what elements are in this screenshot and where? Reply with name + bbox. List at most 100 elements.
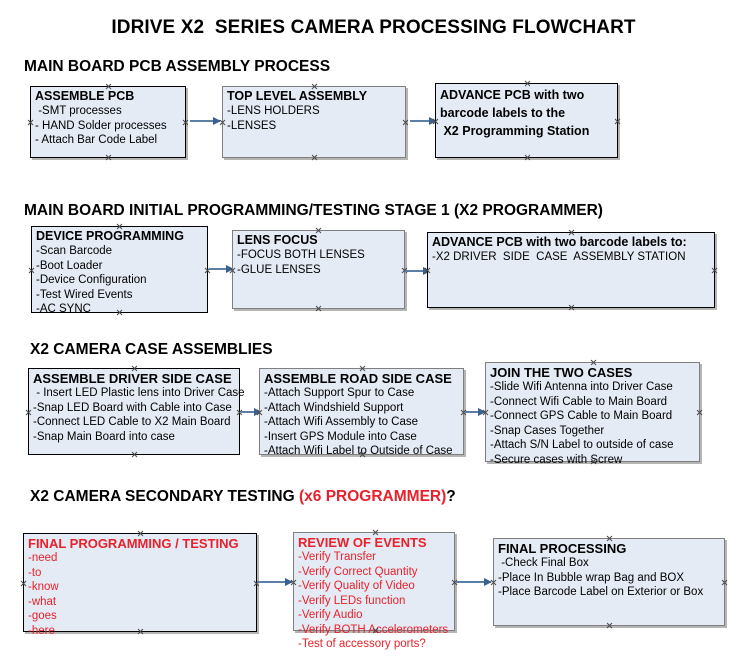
box-title: DEVICE PROGRAMMING (36, 229, 184, 243)
box-lens-focus[interactable]: LENS FOCUS -FOCUS BOTH LENSES -GLUE LENS… (232, 230, 405, 309)
list-item: -Verify BOTH Accelerometers (298, 623, 449, 636)
list-item: -Attach Wifi Assembly to Case (264, 416, 419, 428)
section-heading-2: MAIN BOARD INITIAL PROGRAMMING/TESTING S… (24, 202, 603, 219)
box-items: -Slide Wifi Antenna into Driver Case -Co… (490, 380, 697, 467)
list-item: -LENSES (227, 119, 277, 132)
list-item: -Insert GPS Module into Case (264, 430, 417, 443)
section-heading-4-main: X2 CAMERA SECONDARY TESTING (30, 488, 299, 505)
list-item: -need (28, 552, 58, 564)
list-item: -Attach S/N Label to outside of case (490, 439, 674, 451)
connector-handle-right[interactable] (711, 267, 718, 274)
list-item: -Verify Transfer (298, 551, 376, 563)
arrow-road-case-to-join-cases (465, 408, 486, 416)
list-item: -FOCUS BOTH LENSES (237, 249, 365, 261)
box-items: -X2 DRIVER SIDE CASE ASSEMBLY STATION (432, 250, 712, 265)
page-title: IDRIVE X2 SERIES CAMERA PROCESSING FLOWC… (111, 17, 636, 38)
box-title: ASSEMBLE PCB (35, 89, 135, 103)
list-item: -Slide Wifi Antenna into Driver Case (490, 381, 673, 393)
connector-handle-bottom[interactable] (311, 154, 318, 161)
box-title: FINAL PROGRAMMING / TESTING (28, 536, 239, 551)
list-item: -Test of accessory ports? (298, 638, 426, 650)
box-title: ASSEMBLE DRIVER SIDE CASE (33, 371, 232, 386)
list-item: -Test Wired Events (36, 288, 133, 301)
list-item: -to (28, 566, 42, 579)
box-items: -FOCUS BOTH LENSES -GLUE LENSES (237, 248, 402, 277)
connector-handle-bottom[interactable] (524, 154, 531, 161)
arrow-final-programming-to-review-of-events (258, 578, 293, 586)
list-item: -Snap LED Board with Cable into Case (33, 401, 232, 414)
list-item: -Attach Wifi Label to Outside of Case (264, 445, 453, 457)
list-item: -Scan Barcode (36, 245, 113, 257)
box-assemble-driver-side-case[interactable]: ASSEMBLE DRIVER SIDE CASE - Insert LED P… (25, 368, 245, 458)
box-items: -Scan Barcode -Boot Loader -Device Confi… (36, 244, 205, 317)
list-item: -LENS HOLDERS (227, 105, 320, 117)
arrow-driver-case-to-road-case (241, 408, 262, 416)
list-item: -Connect Wifi Cable to Main Board (490, 395, 668, 408)
connector-handle-right[interactable] (614, 118, 621, 125)
box-device-programming[interactable]: DEVICE PROGRAMMING -Scan Barcode -Boot L… (28, 226, 208, 315)
section-heading-4: X2 CAMERA SECONDARY TESTING (x6 PROGRAMM… (30, 488, 456, 506)
box-items: -need -to -know -what -goes -here (28, 551, 254, 638)
connector-handle-right[interactable] (696, 409, 703, 416)
box-items: - Insert LED Plastic lens into Driver Ca… (33, 386, 245, 444)
box-items: -SMT processes - HAND Solder processes -… (35, 104, 183, 148)
list-item: -goes (28, 610, 57, 622)
list-item: -Secure cases with Screw (490, 453, 623, 466)
box-assemble-pcb[interactable]: ASSEMBLE PCB -SMT processes - HAND Solde… (30, 86, 186, 158)
list-item: -Snap Cases Together (490, 424, 605, 437)
arrow-assemble-pcb-to-top-level (190, 117, 221, 125)
list-item: - Attach Bar Code Label (35, 134, 158, 146)
box-title: LENS FOCUS (237, 233, 318, 247)
list-item: -Verify LEDs function (298, 594, 406, 607)
list-item: -Place In Bubble wrap Bag and BOX (498, 571, 685, 584)
box-advance-pcb-programming-station[interactable]: ADVANCE PCB with two barcode labels to t… (435, 83, 618, 158)
list-item: -Connect GPS Cable to Main Board (490, 410, 673, 422)
list-item: -AC SYNC (36, 303, 91, 315)
box-items: -LENS HOLDERS -LENSES (227, 104, 403, 133)
list-item: -Verify Quality of Video (298, 580, 415, 592)
box-title: JOIN THE TWO CASES (490, 365, 633, 380)
connector-handle-right[interactable] (721, 579, 728, 586)
connector-handle-bottom[interactable] (131, 451, 138, 458)
box-join-the-two-cases[interactable]: JOIN THE TWO CASES -Slide Wifi Antenna i… (485, 362, 703, 466)
list-item: - HAND Solder processes (35, 119, 167, 132)
list-item: -what (28, 595, 57, 608)
arrow-review-of-events-to-final-processing (456, 578, 492, 586)
box-title: TOP LEVEL ASSEMBLY (227, 89, 368, 103)
list-item: -know (28, 581, 59, 593)
connector-handle-bottom[interactable] (568, 304, 575, 311)
box-title: FINAL PROCESSING (498, 541, 627, 556)
list-item: -SMT processes (35, 105, 122, 117)
box-top-level-assembly[interactable]: TOP LEVEL ASSEMBLY -LENS HOLDERS -LENSES (222, 86, 406, 158)
list-item: -here (28, 624, 55, 637)
connector-handle-left[interactable] (20, 580, 27, 587)
list-item: -Check Final Box (498, 557, 589, 569)
connector-handle-left[interactable] (25, 409, 32, 416)
connector-handle-right[interactable] (182, 119, 189, 126)
box-assemble-road-side-case[interactable]: ASSEMBLE ROAD SIDE CASE -Attach Support … (259, 368, 464, 457)
box-final-processing[interactable]: FINAL PROCESSING -Check Final Box -Place… (493, 538, 725, 626)
arrow-device-programming-to-lens-focus (209, 265, 234, 273)
section-heading-4-tail: ? (446, 488, 456, 505)
box-title: ASSEMBLE ROAD SIDE CASE (264, 371, 452, 386)
connector-handle-left[interactable] (28, 267, 35, 274)
section-heading-3: X2 CAMERA CASE ASSEMBLIES (30, 341, 273, 358)
list-item: -Attach Support Spur to Case (264, 387, 415, 399)
list-item: -Snap Main Board into case (33, 430, 175, 443)
list-item: - Insert LED Plastic lens into Driver Ca… (33, 387, 245, 399)
section-heading-4-red: (x6 PROGRAMMER) (299, 488, 447, 505)
box-review-of-events[interactable]: REVIEW OF EVENTS -Verify Transfer -Verif… (293, 532, 455, 650)
list-item: -Boot Loader (36, 259, 103, 272)
box-items: -Verify Transfer -Verify Correct Quantit… (298, 550, 452, 652)
box-title: ADVANCE PCB with two barcode labels to: (432, 235, 687, 249)
box-items: -Attach Support Spur to Case -Attach Win… (264, 386, 461, 459)
box-advance-pcb-driver-side-station[interactable]: ADVANCE PCB with two barcode labels to: … (427, 232, 715, 308)
connector-handle-left[interactable] (27, 119, 34, 126)
connector-handle-bottom[interactable] (315, 305, 322, 312)
connector-handle-right[interactable] (402, 119, 409, 126)
connector-handle-bottom[interactable] (606, 622, 613, 629)
connector-handle-bottom[interactable] (105, 154, 112, 161)
list-item: -Verify Correct Quantity (298, 565, 418, 578)
box-final-programming-testing[interactable]: FINAL PROGRAMMING / TESTING -need -to -k… (20, 533, 257, 637)
